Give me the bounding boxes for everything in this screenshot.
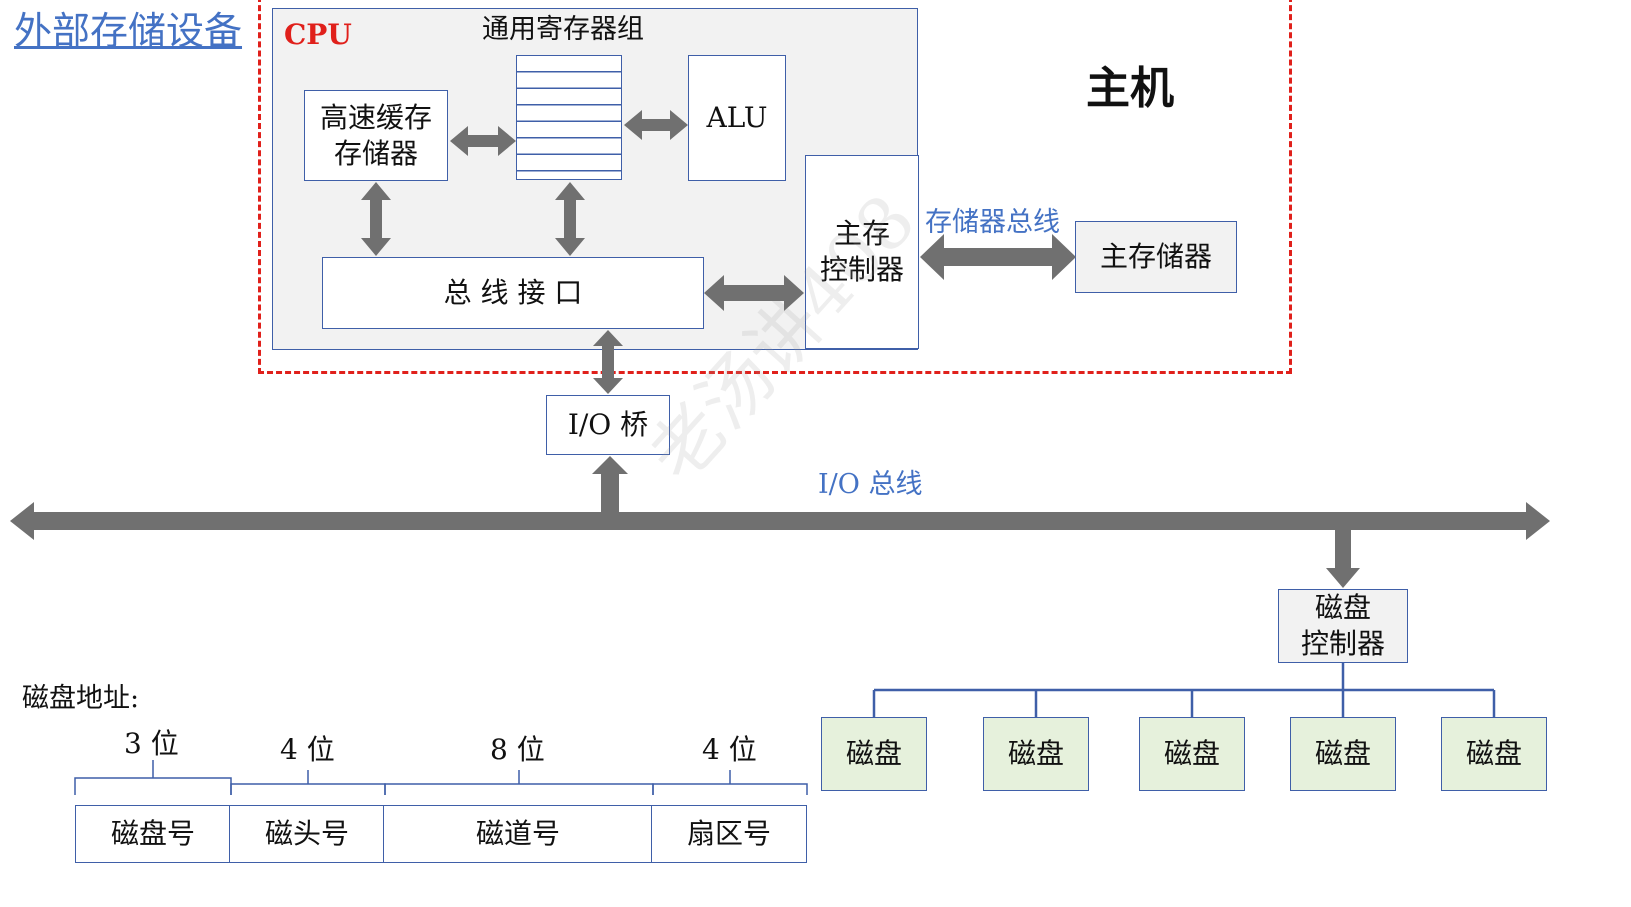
- double-arrow: [555, 182, 585, 256]
- disk-box: 磁盘: [983, 717, 1089, 791]
- alu-box: ALU: [688, 55, 786, 181]
- disk-box: 磁盘: [821, 717, 927, 791]
- field-bits: 8 位: [490, 733, 545, 766]
- memory-controller-box: 主存 控制器: [805, 155, 919, 349]
- bus-interface-box: 总 线 接 口: [322, 257, 704, 329]
- disk-box: 磁盘: [1139, 717, 1245, 791]
- double-arrow: [593, 330, 623, 394]
- brace: [652, 770, 808, 795]
- field-bits: 4 位: [702, 733, 757, 766]
- field-bits: 4 位: [280, 733, 335, 766]
- double-arrow: [704, 275, 804, 311]
- brace: [384, 770, 654, 795]
- field-sector-number: 扇区号: [651, 805, 807, 863]
- host-region: [258, 0, 1292, 374]
- register-stack: [516, 55, 622, 180]
- memory-bus-label: 存储器总线: [925, 207, 1060, 238]
- brace: [230, 770, 386, 795]
- field-track-number: 磁道号: [383, 805, 653, 863]
- field-disk-number: 磁盘号: [75, 805, 231, 863]
- cpu-label: CPU: [284, 18, 352, 51]
- register-group-label: 通用寄存器组: [482, 14, 644, 45]
- brace: [74, 760, 232, 795]
- io-bridge-box: I/O 桥: [546, 395, 670, 455]
- arrow-up: [592, 456, 628, 512]
- memory-bus-arrow: [920, 234, 1076, 280]
- page-title: 外部存储设备: [14, 9, 243, 53]
- disk-box: 磁盘: [1441, 717, 1547, 791]
- io-bus-label: I/O 总线: [818, 469, 923, 500]
- cache-box: 高速缓存 存储器: [304, 90, 448, 181]
- disk-box: 磁盘: [1290, 717, 1396, 791]
- io-bus-arrow: [10, 502, 1550, 540]
- field-head-number: 磁头号: [229, 805, 385, 863]
- disk-controller-box: 磁盘 控制器: [1278, 589, 1408, 663]
- double-arrow: [450, 126, 516, 156]
- double-arrow: [624, 110, 688, 140]
- disk-address-label: 磁盘地址:: [22, 683, 140, 714]
- double-arrow: [361, 182, 391, 256]
- main-memory-box: 主存储器: [1075, 221, 1237, 293]
- host-label: 主机: [1086, 63, 1174, 114]
- field-bits: 3 位: [124, 727, 179, 760]
- arrow-down: [1326, 530, 1360, 588]
